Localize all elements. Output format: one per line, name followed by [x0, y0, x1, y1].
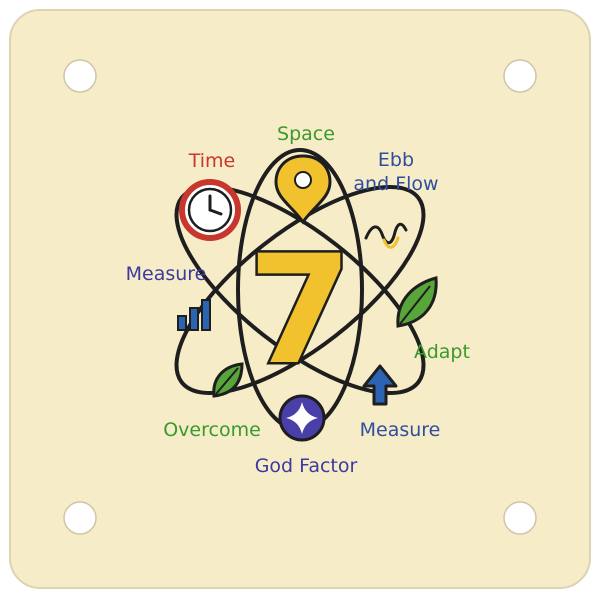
wave-icon	[364, 222, 408, 245]
label-time: Time	[188, 150, 236, 172]
label-space: Space	[277, 123, 335, 145]
label-ebb: Ebb	[378, 149, 414, 171]
label-measure-right: Measure	[360, 419, 441, 441]
up-arrow-icon	[362, 364, 398, 406]
bar-chart-icon	[177, 299, 211, 331]
wave-accent	[382, 236, 400, 249]
mounting-hole-bottom-left	[63, 501, 97, 535]
clock-icon	[179, 179, 241, 241]
mounting-hole-top-left	[63, 59, 97, 93]
label-and-flow: and Flow	[353, 173, 438, 195]
star-icon	[278, 394, 326, 442]
leaf-icon	[212, 362, 244, 398]
label-god-factor: God Factor	[255, 455, 358, 477]
center-seven: 7	[248, 224, 352, 398]
plaque-background	[9, 9, 591, 589]
mounting-hole-top-right	[503, 59, 537, 93]
orbit-left-tilt	[174, 184, 426, 396]
label-overcome: Overcome	[163, 419, 261, 441]
label-adapt: Adapt	[414, 341, 470, 363]
leaf-icon	[396, 276, 438, 328]
location-pin-icon	[274, 154, 332, 225]
mounting-hole-bottom-right	[503, 501, 537, 535]
label-measure-left: Measure	[126, 263, 207, 285]
